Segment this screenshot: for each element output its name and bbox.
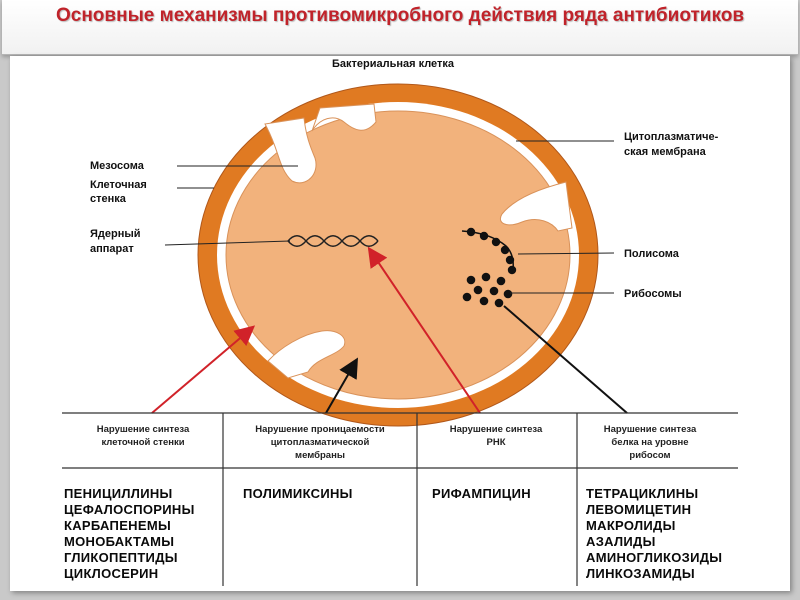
drug-item: КАРБАПЕНЕМЫ xyxy=(64,518,171,533)
label-mesosome: Мезосома xyxy=(90,160,145,172)
svg-text:цитоплазматической: цитоплазматической xyxy=(271,437,370,448)
label-nuclear-2: аппарат xyxy=(90,243,134,255)
drug-item: МАКРОЛИДЫ xyxy=(586,518,676,533)
svg-text:Нарушение синтеза: Нарушение синтеза xyxy=(604,424,697,435)
drug-list-ribosome: ТЕТРАЦИКЛИНЫ ЛЕВОМИЦЕТИН МАКРОЛИДЫ АЗАЛИ… xyxy=(586,486,722,581)
drug-list-membrane: ПОЛИМИКСИНЫ xyxy=(243,486,353,501)
nuclear-apparatus xyxy=(287,235,379,247)
svg-text:Нарушение синтеза: Нарушение синтеза xyxy=(450,424,543,435)
drug-item: РИФАМПИЦИН xyxy=(432,486,531,501)
drug-item: ТЕТРАЦИКЛИНЫ xyxy=(586,486,698,501)
arrow-cell-wall xyxy=(151,325,256,414)
arrow-rna xyxy=(367,246,481,414)
label-cell-wall-2: стенка xyxy=(90,193,127,205)
label-polysome: Полисома xyxy=(624,248,680,260)
cell-title: Бактериальная клетка xyxy=(332,58,455,70)
label-nuclear-1: Ядерный xyxy=(90,228,141,240)
svg-text:мембраны: мембраны xyxy=(295,450,345,461)
svg-text:белка на уровне: белка на уровне xyxy=(611,437,688,448)
svg-text:клеточной стенки: клеточной стенки xyxy=(101,437,184,448)
drug-item: ПЕНИЦИЛЛИНЫ xyxy=(64,486,173,501)
membrane-fold-right xyxy=(500,181,573,232)
arrow-ribosome xyxy=(503,305,628,414)
drug-item: ГЛИКОПЕПТИДЫ xyxy=(64,550,178,565)
slide-title: Основные механизмы противомикробного дей… xyxy=(55,5,745,26)
membrane-fold-top xyxy=(311,103,377,132)
label-ribosomes: Рибосомы xyxy=(624,288,682,300)
diagram-figure: Бактериальная клетка xyxy=(10,56,790,591)
drug-item: АМИНОГЛИКОЗИДЫ xyxy=(586,550,722,565)
label-membrane-2: ская мембрана xyxy=(624,146,707,158)
column-header-ribosome: Нарушение синтеза белка на уровне рибосо… xyxy=(604,424,697,461)
column-header-cell-wall: Нарушение синтеза клеточной стенки xyxy=(97,424,190,448)
drug-item: МОНОБАКТАМЫ xyxy=(64,534,174,549)
cell-diagram-svg: Бактериальная клетка xyxy=(62,58,738,586)
column-header-membrane: Нарушение проницаемости цитоплазматическ… xyxy=(255,424,385,461)
svg-text:РНК: РНК xyxy=(487,437,506,448)
drug-list-rna: РИФАМПИЦИН xyxy=(432,486,531,501)
column-header-rna: Нарушение синтеза РНК xyxy=(450,424,543,448)
label-cell-wall-1: Клеточная xyxy=(90,179,147,191)
drug-item: ЦИКЛОСЕРИН xyxy=(64,566,158,581)
polysome xyxy=(461,227,517,275)
cytoplasm xyxy=(225,110,571,400)
ribosomes xyxy=(462,272,513,308)
mesosome xyxy=(264,117,317,184)
drug-item: ПОЛИМИКСИНЫ xyxy=(243,486,353,501)
arrow-membrane xyxy=(325,357,358,414)
svg-text:Нарушение синтеза: Нарушение синтеза xyxy=(97,424,190,435)
drug-item: АЗАЛИДЫ xyxy=(586,534,656,549)
svg-text:рибосом: рибосом xyxy=(629,450,670,461)
drug-item: ЛИНКОЗАМИДЫ xyxy=(586,566,695,581)
drug-list-cell-wall: ПЕНИЦИЛЛИНЫ ЦЕФАЛОСПОРИНЫ КАРБАПЕНЕМЫ МО… xyxy=(64,486,195,581)
label-leaders xyxy=(164,140,615,294)
table-grid xyxy=(62,412,738,586)
membrane-fold-bottom xyxy=(267,330,346,379)
svg-text:Нарушение проницаемости: Нарушение проницаемости xyxy=(255,424,385,435)
drug-item: ЛЕВОМИЦЕТИН xyxy=(586,502,691,517)
drug-item: ЦЕФАЛОСПОРИНЫ xyxy=(64,502,195,517)
title-bar: Основные механизмы противомикробного дей… xyxy=(2,0,798,55)
label-membrane-1: Цитоплазматиче- xyxy=(624,131,719,143)
